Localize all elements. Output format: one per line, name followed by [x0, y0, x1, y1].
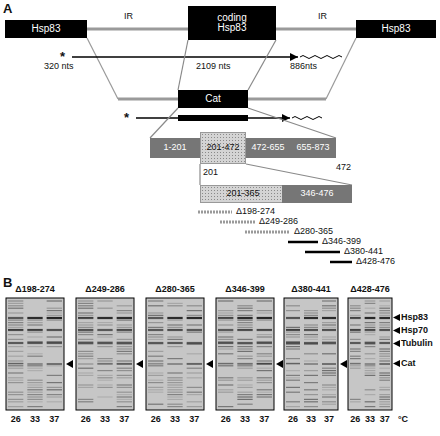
figure-label: 886nts [290, 62, 317, 71]
zoom-line [150, 108, 178, 138]
figure-label: 33 [240, 415, 250, 424]
figure-label: Δ198-274 [15, 285, 55, 294]
figure-label: Δ198-274 [236, 207, 275, 216]
node-text: Hsp83 [382, 24, 411, 35]
segment-box: 655-873 [290, 138, 336, 158]
figure-label: 26 [81, 415, 91, 424]
figure-label: Δ428-476 [350, 285, 390, 294]
figure-label: 26 [221, 415, 231, 424]
figure-label: Hsp83 [401, 313, 428, 322]
figure-label: Δ249-286 [259, 217, 298, 226]
node-text: 1-201 [163, 143, 186, 152]
figure-label: 37 [259, 415, 269, 424]
figure-label: A [3, 2, 12, 15]
figure-label: 33 [170, 415, 180, 424]
gel-panel [6, 298, 64, 410]
coding-box: codingHsp83 [188, 6, 276, 40]
figure-label: Δ280-365 [155, 285, 195, 294]
figure-label: 33 [365, 415, 375, 424]
band-arrowhead [393, 340, 400, 347]
node-text: 201-365 [226, 189, 259, 198]
gel-panel [284, 298, 338, 410]
figure-label: Hsp70 [401, 326, 428, 335]
band-arrowhead [206, 360, 213, 368]
band-arrowhead [393, 327, 400, 334]
figure-label: Tubulin [401, 339, 433, 348]
figure-label: 26 [11, 415, 21, 424]
node-text: 346-476 [300, 189, 333, 198]
band-arrowhead [393, 314, 400, 321]
figure-label: 26 [151, 415, 161, 424]
node-text: coding [217, 13, 246, 24]
figure-label: IR [124, 12, 133, 21]
figure-label: Δ380-441 [291, 285, 331, 294]
figure-label: 26 [350, 415, 360, 424]
figure-label: °C [398, 415, 408, 424]
figure-label: Δ428-476 [356, 257, 395, 266]
figure-label: Cat [401, 359, 416, 368]
node-text: Hsp83 [218, 23, 247, 34]
node-text: 655-873 [296, 143, 329, 152]
gene-box: Hsp83 [5, 20, 87, 38]
node-text: 201-472 [206, 143, 239, 152]
band-arrowhead [393, 360, 400, 367]
band-arrowhead [276, 360, 283, 368]
figure-label: Δ346-399 [322, 237, 361, 246]
figure-label: B [3, 276, 12, 289]
node-text: 472-655 [251, 143, 284, 152]
figure-label: 201 [203, 168, 218, 177]
band-arrowhead [340, 360, 347, 368]
figure-label: 33 [30, 415, 40, 424]
figure-label: Δ280-365 [294, 227, 333, 236]
gene-box: Hsp83 [356, 20, 436, 38]
band-arrowhead [136, 360, 143, 368]
figure-label: 472 [336, 163, 351, 172]
figure-label: 33 [306, 415, 316, 424]
segment-box: 472-655 [246, 138, 290, 158]
segment-box: 201-365 [200, 185, 286, 203]
gel-panel [76, 298, 134, 410]
band-arrowhead [66, 360, 73, 368]
zoom-line [246, 164, 352, 185]
figure-label: 37 [119, 415, 129, 424]
segment-box: 346-476 [282, 185, 352, 203]
figure-label: * [124, 111, 129, 124]
gel-panel [146, 298, 204, 410]
figure-label: 2109 nts [196, 62, 231, 71]
gel-panel [348, 298, 392, 410]
zoom-line [199, 164, 200, 185]
figure-label: 320 nts [44, 62, 74, 71]
node-text: Cat [205, 94, 221, 105]
reporter-box: Cat [178, 90, 248, 108]
figure-label: 37 [324, 415, 334, 424]
figure-label: Δ249-286 [85, 285, 125, 294]
segment-box: 201-472 [200, 132, 246, 164]
figure-label: 37 [49, 415, 59, 424]
zoom-line [248, 108, 336, 138]
node-text: Hsp83 [32, 24, 61, 35]
figure-label: 37 [189, 415, 199, 424]
zoom-line [178, 40, 188, 90]
gel-panel [216, 298, 274, 410]
zoom-line [248, 40, 276, 90]
figure-label: 26 [288, 415, 298, 424]
figure-label: IR [318, 12, 327, 21]
figure-label: 37 [380, 415, 390, 424]
figure-label: Δ346-399 [225, 285, 265, 294]
segment-box: 1-201 [150, 138, 200, 158]
figure-label: Δ380-441 [344, 247, 383, 256]
figure-label: 33 [100, 415, 110, 424]
